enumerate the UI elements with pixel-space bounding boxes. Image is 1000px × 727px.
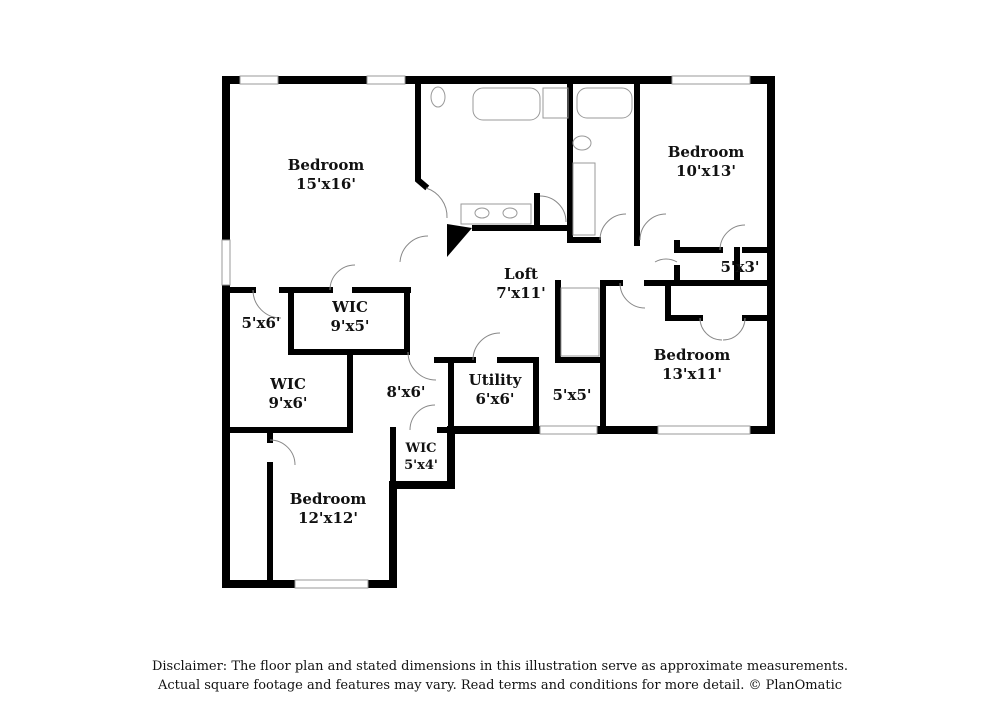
toilet-icon (572, 135, 592, 151)
room-size: 6'x6' (475, 390, 515, 408)
room-size: 10'x13' (676, 162, 736, 180)
room-name: Bedroom (667, 143, 745, 161)
room-size: 7'x11' (496, 284, 546, 302)
room-size: 5'x5' (552, 386, 592, 404)
room-size: 8'x6' (386, 383, 426, 401)
room-hall-label: 8'x6' (386, 383, 425, 402)
sink-icon (474, 207, 490, 219)
room-size: 5'x3' (720, 258, 760, 276)
room-name: Loft (504, 265, 538, 283)
vanity-icon (460, 203, 532, 225)
room-closet-label: 5'x6' (241, 314, 280, 333)
toilet-icon (430, 86, 446, 108)
room-name: Bedroom (289, 490, 367, 508)
room-size: 5'x6' (241, 314, 281, 332)
room-name: WIC (270, 375, 306, 393)
room-size: 13'x11' (662, 365, 722, 383)
room-name: Bedroom (287, 156, 365, 174)
room-name: Utility (468, 371, 522, 389)
room-size: 9'x6' (268, 394, 308, 412)
room-size: 5'x4' (404, 458, 438, 473)
stairs-icon (560, 287, 600, 357)
room-name: WIC (332, 298, 368, 316)
bathtub-icon (576, 87, 633, 119)
sink-icon (502, 207, 518, 219)
shower-icon (542, 87, 569, 119)
disclaimer-line-1: Disclaimer: The floor plan and stated di… (151, 659, 849, 674)
room-size: 12'x12' (298, 509, 358, 527)
room-name: Bedroom (653, 346, 731, 364)
doors (252, 187, 746, 466)
interior-walls (226, 77, 774, 587)
disclaimer-line-2: Actual square footage and features may v… (157, 678, 843, 693)
bathroom-fixtures (430, 86, 633, 357)
disclaimer: Disclaimer: The floor plan and stated di… (0, 657, 1000, 695)
room-name: WIC (405, 441, 437, 456)
bathtub-icon (472, 87, 541, 121)
room-closet-label: 5'x3' (720, 258, 759, 277)
windows (221, 75, 751, 589)
room-wic-label: WIC 5'x4' (404, 440, 438, 474)
room-closet-label: 5'x5' (552, 386, 591, 405)
vanity-icon (572, 162, 596, 236)
room-size: 15'x16' (296, 175, 356, 193)
room-size: 9'x5' (330, 317, 370, 335)
